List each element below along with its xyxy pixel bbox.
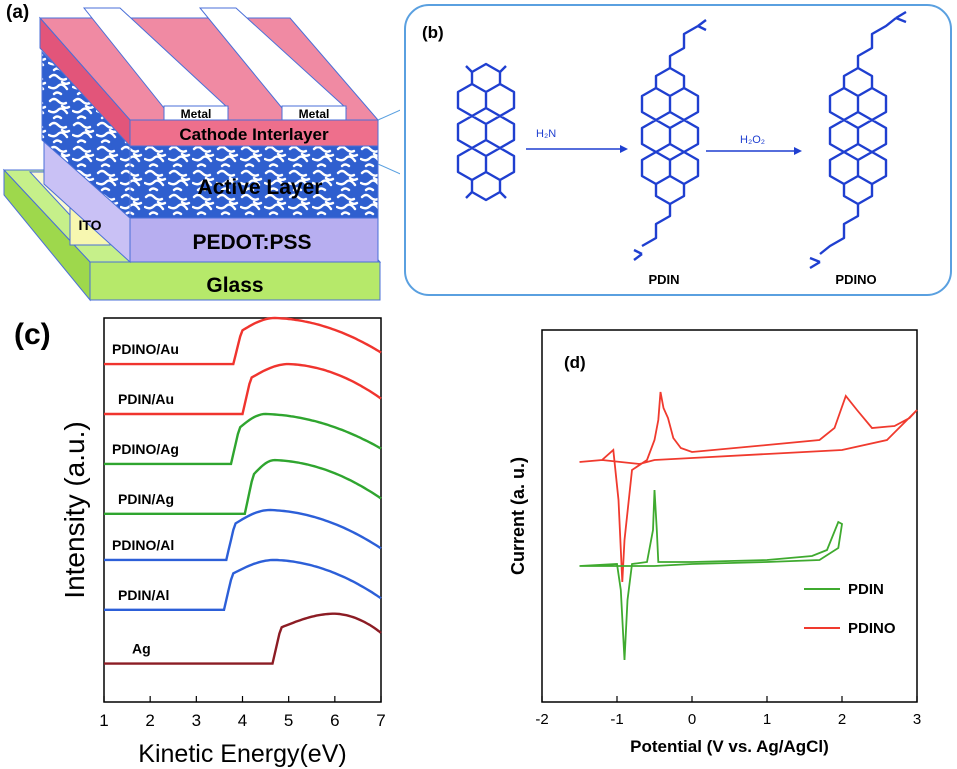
series-line: [104, 316, 382, 366]
series-label: PDINO/Ag: [112, 441, 179, 457]
x-tick-label: 7: [376, 711, 385, 730]
series-label: PDINO/Al: [112, 537, 174, 553]
device-structure-diagram: Metal Metal Cathode Interlayer Active La…: [2, 7, 400, 302]
reagent-amine: H₂N: [536, 128, 556, 140]
legend-pdin-label: PDIN: [848, 581, 884, 598]
reagent-peroxide: H₂O₂: [740, 134, 765, 146]
series-label: PDIN/Au: [118, 391, 174, 407]
series-line: [104, 612, 382, 665]
x-tick-label: 5: [284, 711, 293, 730]
synthesis-scheme: (b) H₂N H₂O₂ PDIN PDINO: [404, 4, 952, 296]
series-line: [104, 458, 382, 516]
x-tick-label: 6: [330, 711, 339, 730]
panel-d-label: (d): [564, 353, 586, 372]
pedot-label: PEDOT:PSS: [192, 231, 311, 254]
x-tick-label: 4: [238, 711, 247, 730]
compound-pdin-label: PDIN: [648, 272, 679, 287]
x-tick-label: 1: [99, 711, 108, 730]
series-label: PDIN/Ag: [118, 491, 174, 507]
glass-label: Glass: [206, 274, 263, 297]
ito-label: ITO: [78, 217, 101, 233]
series-label: PDIN/Al: [118, 587, 169, 603]
y-axis-label: Current (a. u.): [508, 457, 528, 575]
pdino-cv-line: [579, 391, 918, 583]
metal-left: [82, 7, 230, 121]
x-tick-label: 2: [838, 711, 846, 728]
metal-right-label: Metal: [299, 107, 330, 121]
compound-pdino-label: PDINO: [835, 272, 876, 287]
x-tick-label: 2: [145, 711, 154, 730]
x-axis-label: Kinetic Energy(eV): [138, 740, 346, 768]
pdin-cv-line: [579, 489, 843, 661]
plot-frame: [541, 329, 918, 703]
metal-left-label: Metal: [181, 107, 212, 121]
metal-right: [198, 7, 348, 121]
x-tick-label: -2: [535, 711, 548, 728]
x-tick-label: 1: [763, 711, 771, 728]
panel-a-label: (a): [6, 2, 30, 23]
x-axis-label: Potential (V vs. Ag/AgCl): [630, 737, 829, 756]
y-axis-label: Intensity (a.u.): [59, 421, 90, 598]
active-label: Active Layer: [198, 176, 323, 199]
series-line: [104, 558, 382, 611]
series-line: [104, 412, 382, 466]
x-tick-label: 0: [688, 711, 696, 728]
series-line: [104, 362, 382, 416]
x-tick-label: -1: [610, 711, 623, 728]
series-label: PDINO/Au: [112, 341, 179, 357]
series-line: [104, 508, 382, 562]
x-tick-label: 3: [192, 711, 201, 730]
cathode-label: Cathode Interlayer: [179, 125, 329, 144]
panel-c-label: (c): [14, 318, 51, 351]
panel-b-label: (b): [422, 23, 444, 42]
series-label: Ag: [132, 641, 151, 657]
x-tick-label: 3: [913, 711, 921, 728]
legend-pdino-label: PDINO: [848, 620, 896, 637]
